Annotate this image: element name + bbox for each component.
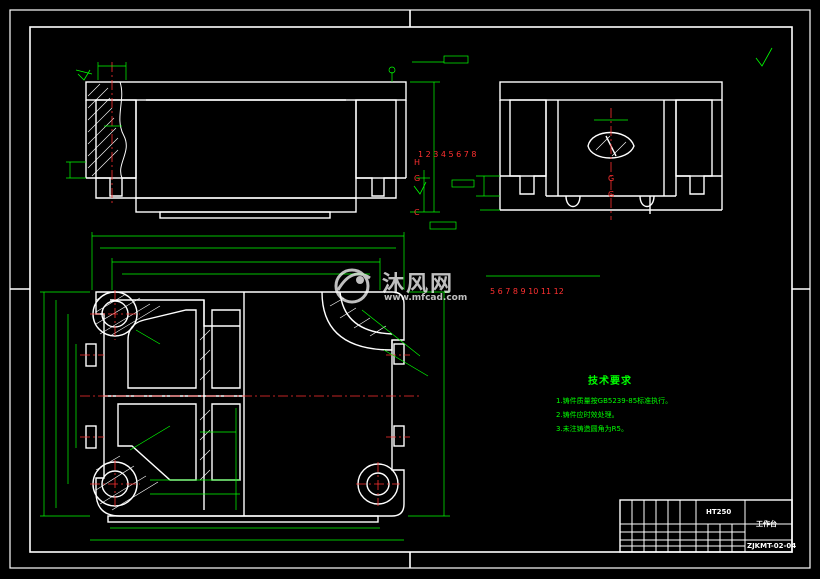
front-view-dimensions	[66, 55, 469, 230]
plan-view-centerlines	[80, 290, 420, 508]
sequence-numbers-top: 1 2 3 4 5 6 7 8	[418, 150, 477, 159]
watermark-url: www.mfcad.com	[384, 293, 468, 303]
plan-view-dimensions	[40, 232, 600, 541]
plan-view-hatch	[95, 291, 387, 511]
title-block-material: HT250	[706, 508, 732, 516]
title-block-part-name: 工作台	[756, 520, 777, 528]
front-view-section-break	[119, 81, 127, 179]
side-view	[499, 81, 723, 214]
side-view-dimensions	[451, 119, 628, 211]
sequence-numbers-bottom: 5 6 7 8 9 10 11 12	[490, 287, 564, 296]
side-view-hatch	[595, 135, 627, 157]
technical-requirements-title: 技术要求	[588, 376, 632, 387]
watermark-text: 沐风网	[382, 272, 455, 297]
technical-requirement-note: 1.铸件质量按GB5239-85标准执行。	[556, 397, 673, 405]
surface-finish-marks	[77, 47, 773, 195]
view-letter: H	[414, 158, 421, 167]
front-view	[85, 81, 407, 219]
technical-requirement-note: 3.未注铸造圆角为R5。	[556, 425, 628, 433]
centering-marks	[10, 10, 810, 568]
view-letter: G	[608, 190, 615, 199]
title-block	[619, 499, 793, 553]
view-letter: G	[414, 174, 421, 183]
technical-requirement-note: 2.铸件应时效处理。	[556, 411, 619, 419]
mfcad-logo-icon	[334, 268, 371, 304]
view-letter: G	[608, 174, 615, 183]
front-view-hatch	[87, 83, 119, 177]
title-block-drawing-number: ZJKMT-02-04	[747, 542, 797, 550]
view-letter: C	[414, 208, 420, 217]
